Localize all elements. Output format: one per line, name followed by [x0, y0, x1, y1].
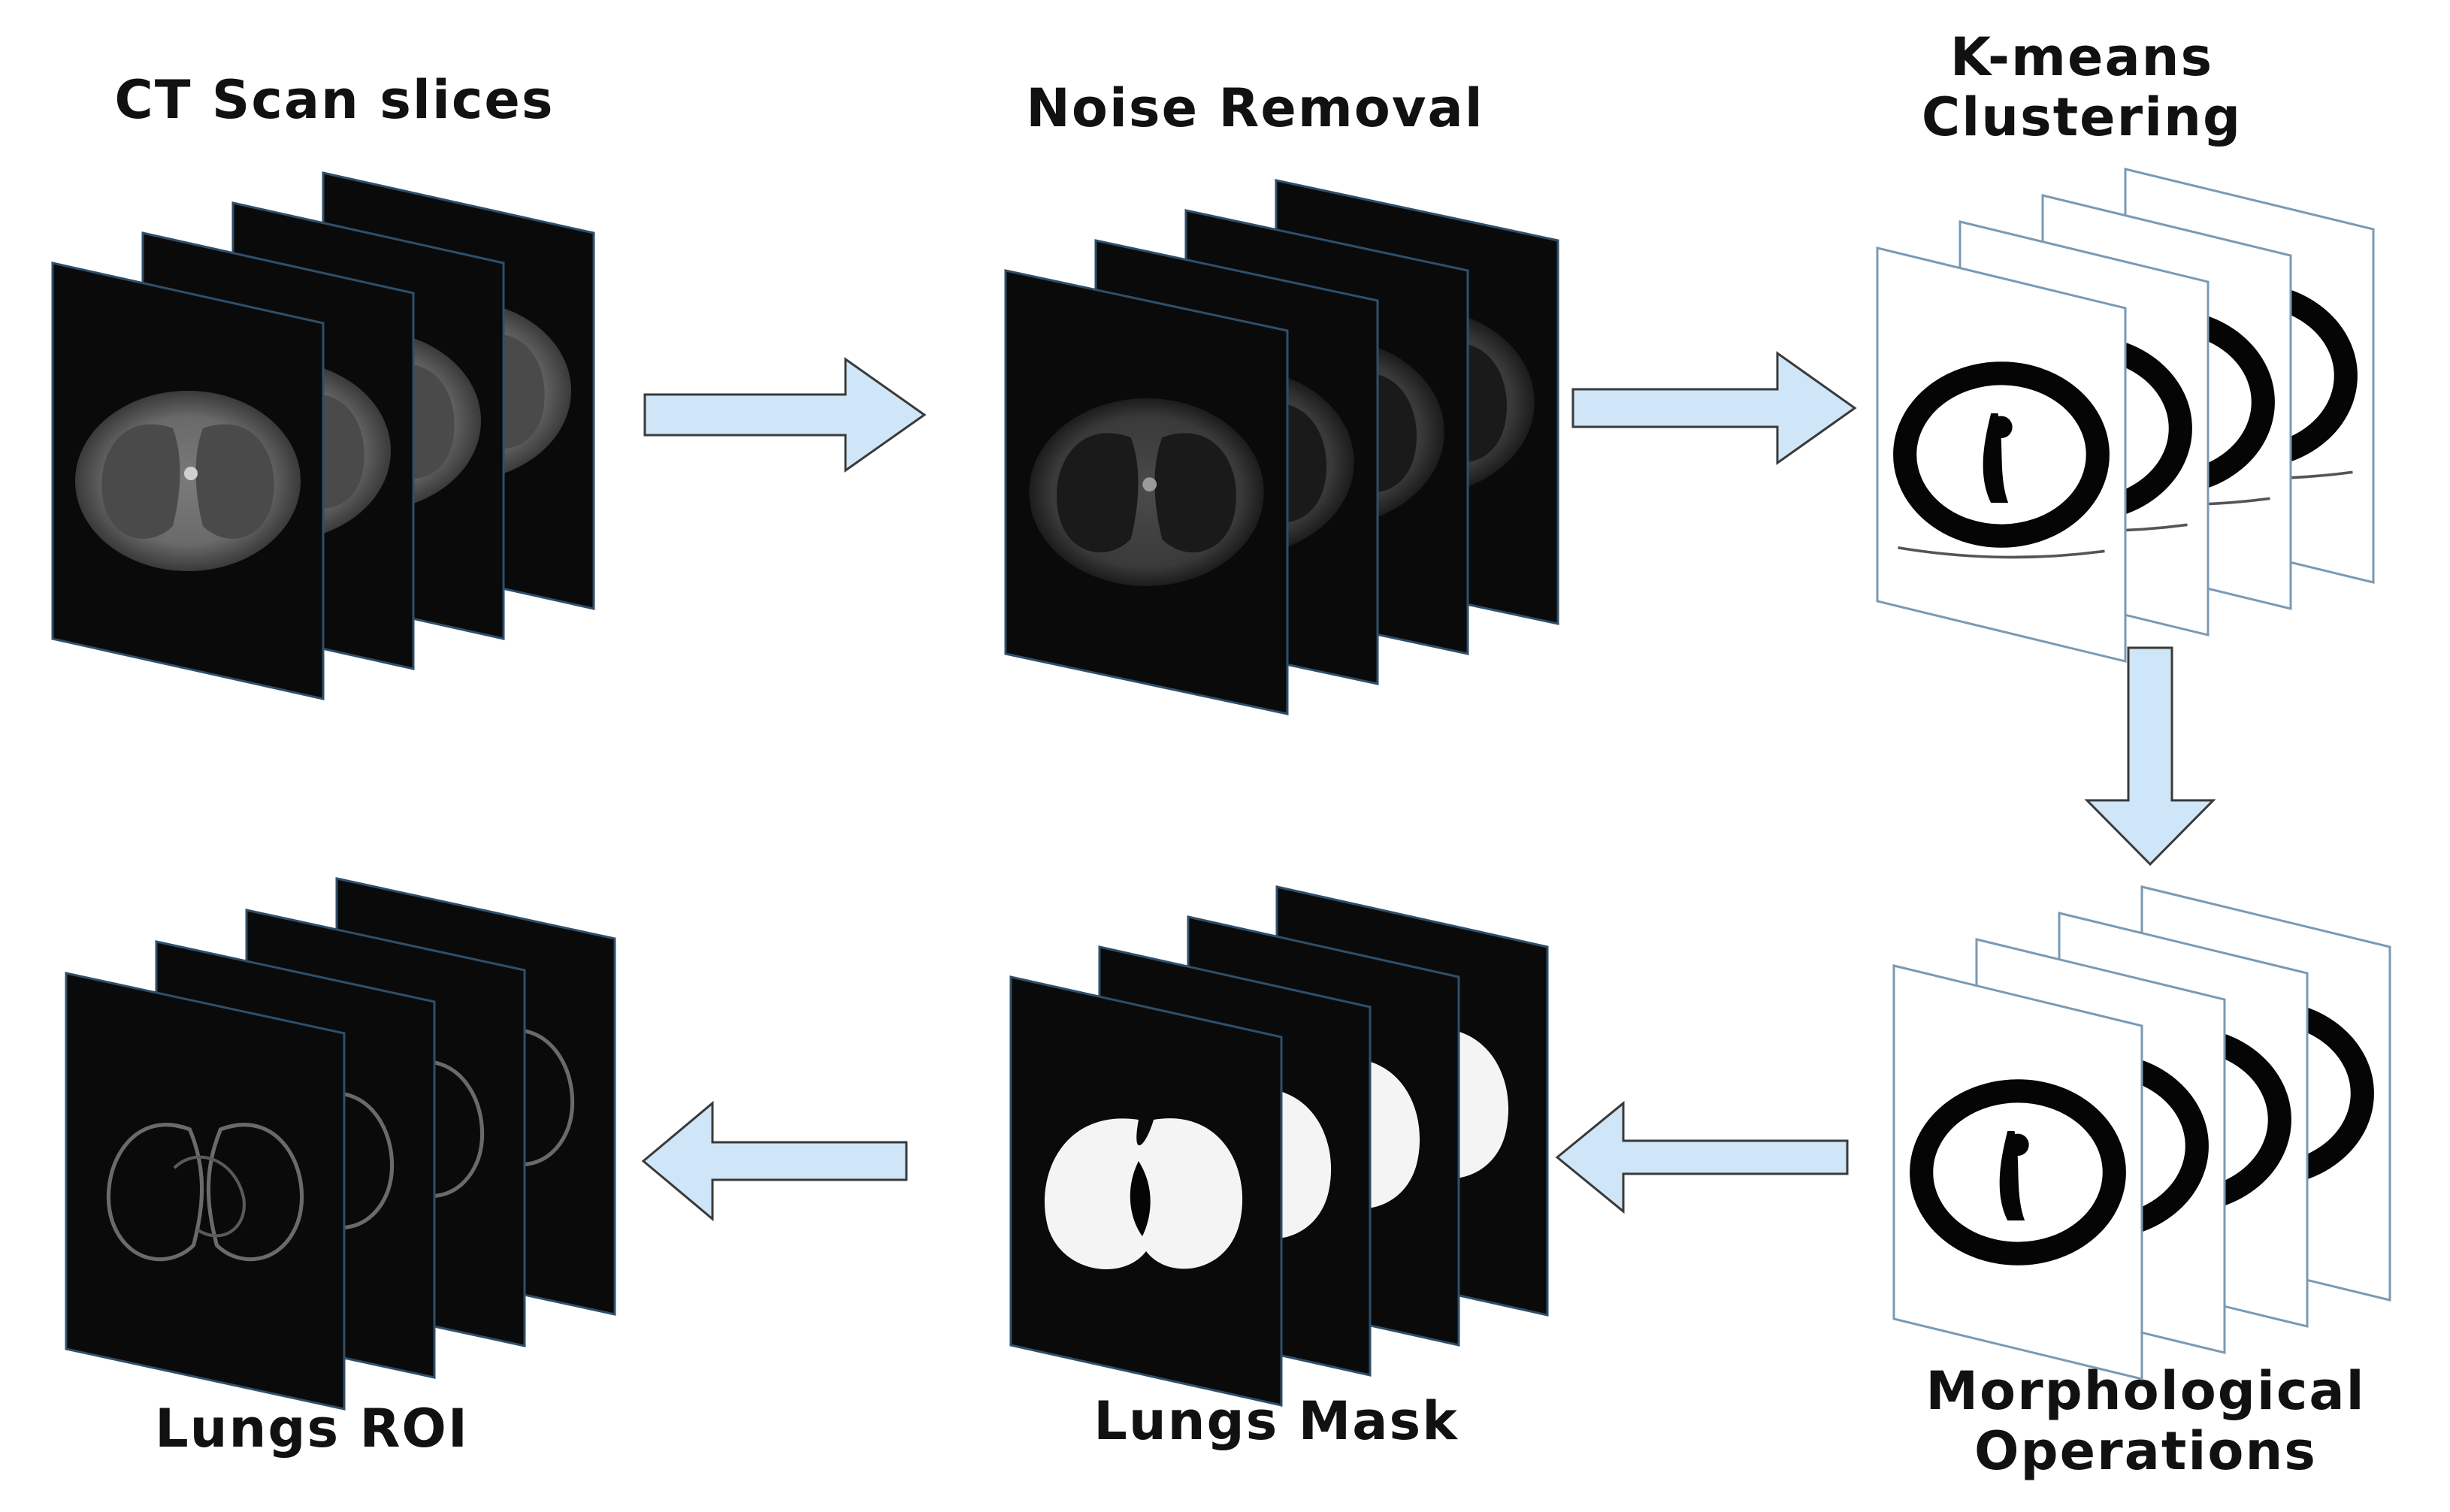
slice-stack-kmeans — [1876, 168, 2375, 663]
flow-arrow-morph-to-mask — [1555, 1100, 1849, 1214]
flow-arrow-kmeans-to-morph — [2084, 646, 2216, 866]
slice — [65, 972, 346, 1411]
stage-label-ct-scan: CT Scan slices — [114, 69, 554, 131]
slice-stack-noise-removal — [1004, 179, 1559, 715]
slice-stack-morphological — [1892, 885, 2391, 1380]
slice — [1004, 269, 1289, 715]
stage-label-morphological-line1: Morphological — [1925, 1360, 2365, 1422]
slice-stack-lungs-roi — [65, 877, 616, 1411]
slice — [1876, 246, 2127, 663]
stage-label-morphological-line2: Operations — [1974, 1420, 2317, 1482]
slice — [51, 262, 325, 700]
flow-arrow-ct-to-noise — [643, 357, 927, 473]
slice-stack-ct-scan — [51, 171, 595, 700]
slice — [1009, 975, 1283, 1407]
stage-label-kmeans-line1: K-means — [1950, 26, 2213, 88]
stage-label-noise-removal: Noise Removal — [1026, 77, 1484, 139]
slice — [1892, 964, 2143, 1380]
stage-label-kmeans-line2: Clustering — [1922, 86, 2242, 148]
stage-label-lungs-roi: Lungs ROI — [155, 1398, 469, 1459]
flow-arrow-mask-to-roi — [641, 1100, 908, 1222]
slice-stack-lungs-mask — [1009, 885, 1549, 1407]
flow-arrow-noise-to-kmeans — [1571, 351, 1857, 465]
